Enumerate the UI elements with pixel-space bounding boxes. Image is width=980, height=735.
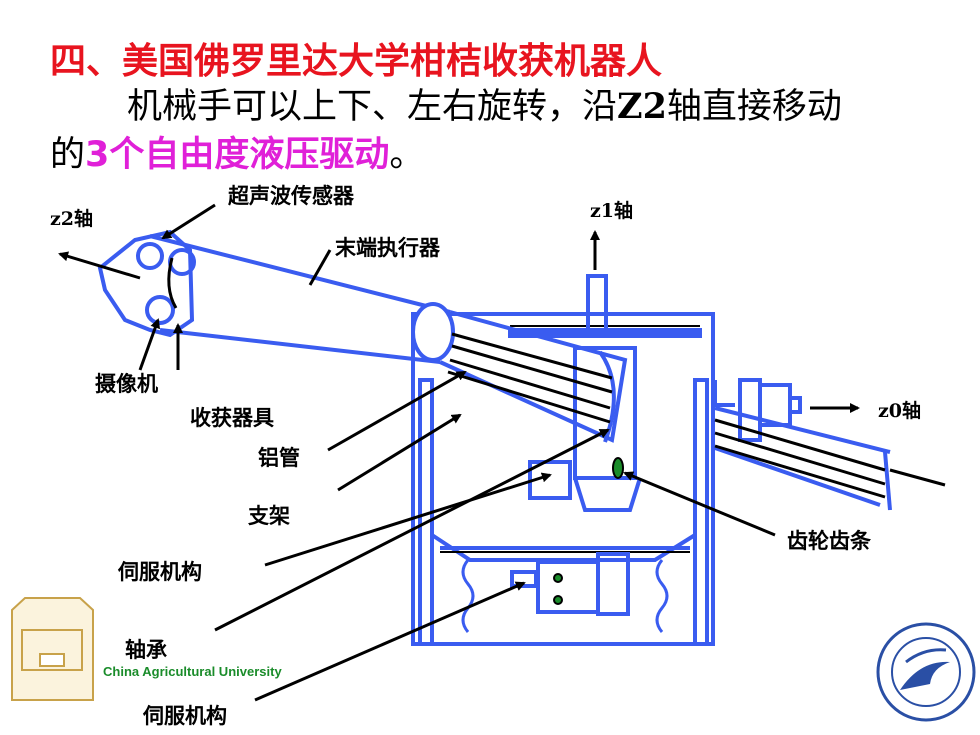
desc-text-1a: 机械手可以上下、左右旋转，沿 <box>127 87 618 127</box>
label-bracket: 支架 <box>248 504 290 528</box>
label-camera: 摄像机 <box>95 372 158 396</box>
label-z0-axis: z0轴 <box>878 400 922 422</box>
arm-tube <box>149 234 628 443</box>
annotation-arrows <box>58 203 860 702</box>
label-servo-2: 伺服机构 <box>143 704 227 728</box>
engineering-college-logo <box>876 622 976 722</box>
end-effector-head <box>97 229 196 338</box>
desc-text-2a: 的 <box>50 135 86 175</box>
label-gear-rack: 齿轮齿条 <box>787 529 871 553</box>
label-end-effector: 末端执行器 <box>335 236 440 260</box>
description-line-2: 的3个自由度液压驱动。 <box>50 126 424 177</box>
label-z1-axis: z1轴 <box>590 200 634 222</box>
z0-rail-stripes <box>714 418 946 499</box>
label-harvest-tool: 收获器具 <box>190 406 274 430</box>
description-line-1: 机械手可以上下、左右旋转，沿Z2轴直接移动 <box>127 78 842 129</box>
cau-logo <box>11 597 94 701</box>
label-servo-1: 伺服机构 <box>118 560 202 584</box>
gear-parts <box>553 457 624 605</box>
desc-text-1c: 轴直接移动 <box>666 87 842 127</box>
tube-stripes <box>447 332 613 424</box>
label-ultrasonic-sensor: 超声波传感器 <box>228 184 354 208</box>
end-effector-wire <box>167 257 178 309</box>
label-bearing: 轴承 <box>125 638 167 662</box>
desc-text-2b: 3个自由度液压驱动 <box>85 135 390 175</box>
machine-frame <box>411 274 802 646</box>
desc-text-1b: Z2 <box>617 86 667 127</box>
label-aluminum-tube: 铝管 <box>258 446 300 470</box>
slide-title: 四、美国佛罗里达大学柑桔收获机器人 <box>50 41 663 82</box>
z0-rail <box>714 406 892 511</box>
label-z2-axis: z2轴 <box>50 208 94 230</box>
desc-text-2c: 。 <box>389 135 425 175</box>
university-name: China Agricultural University <box>103 664 282 679</box>
